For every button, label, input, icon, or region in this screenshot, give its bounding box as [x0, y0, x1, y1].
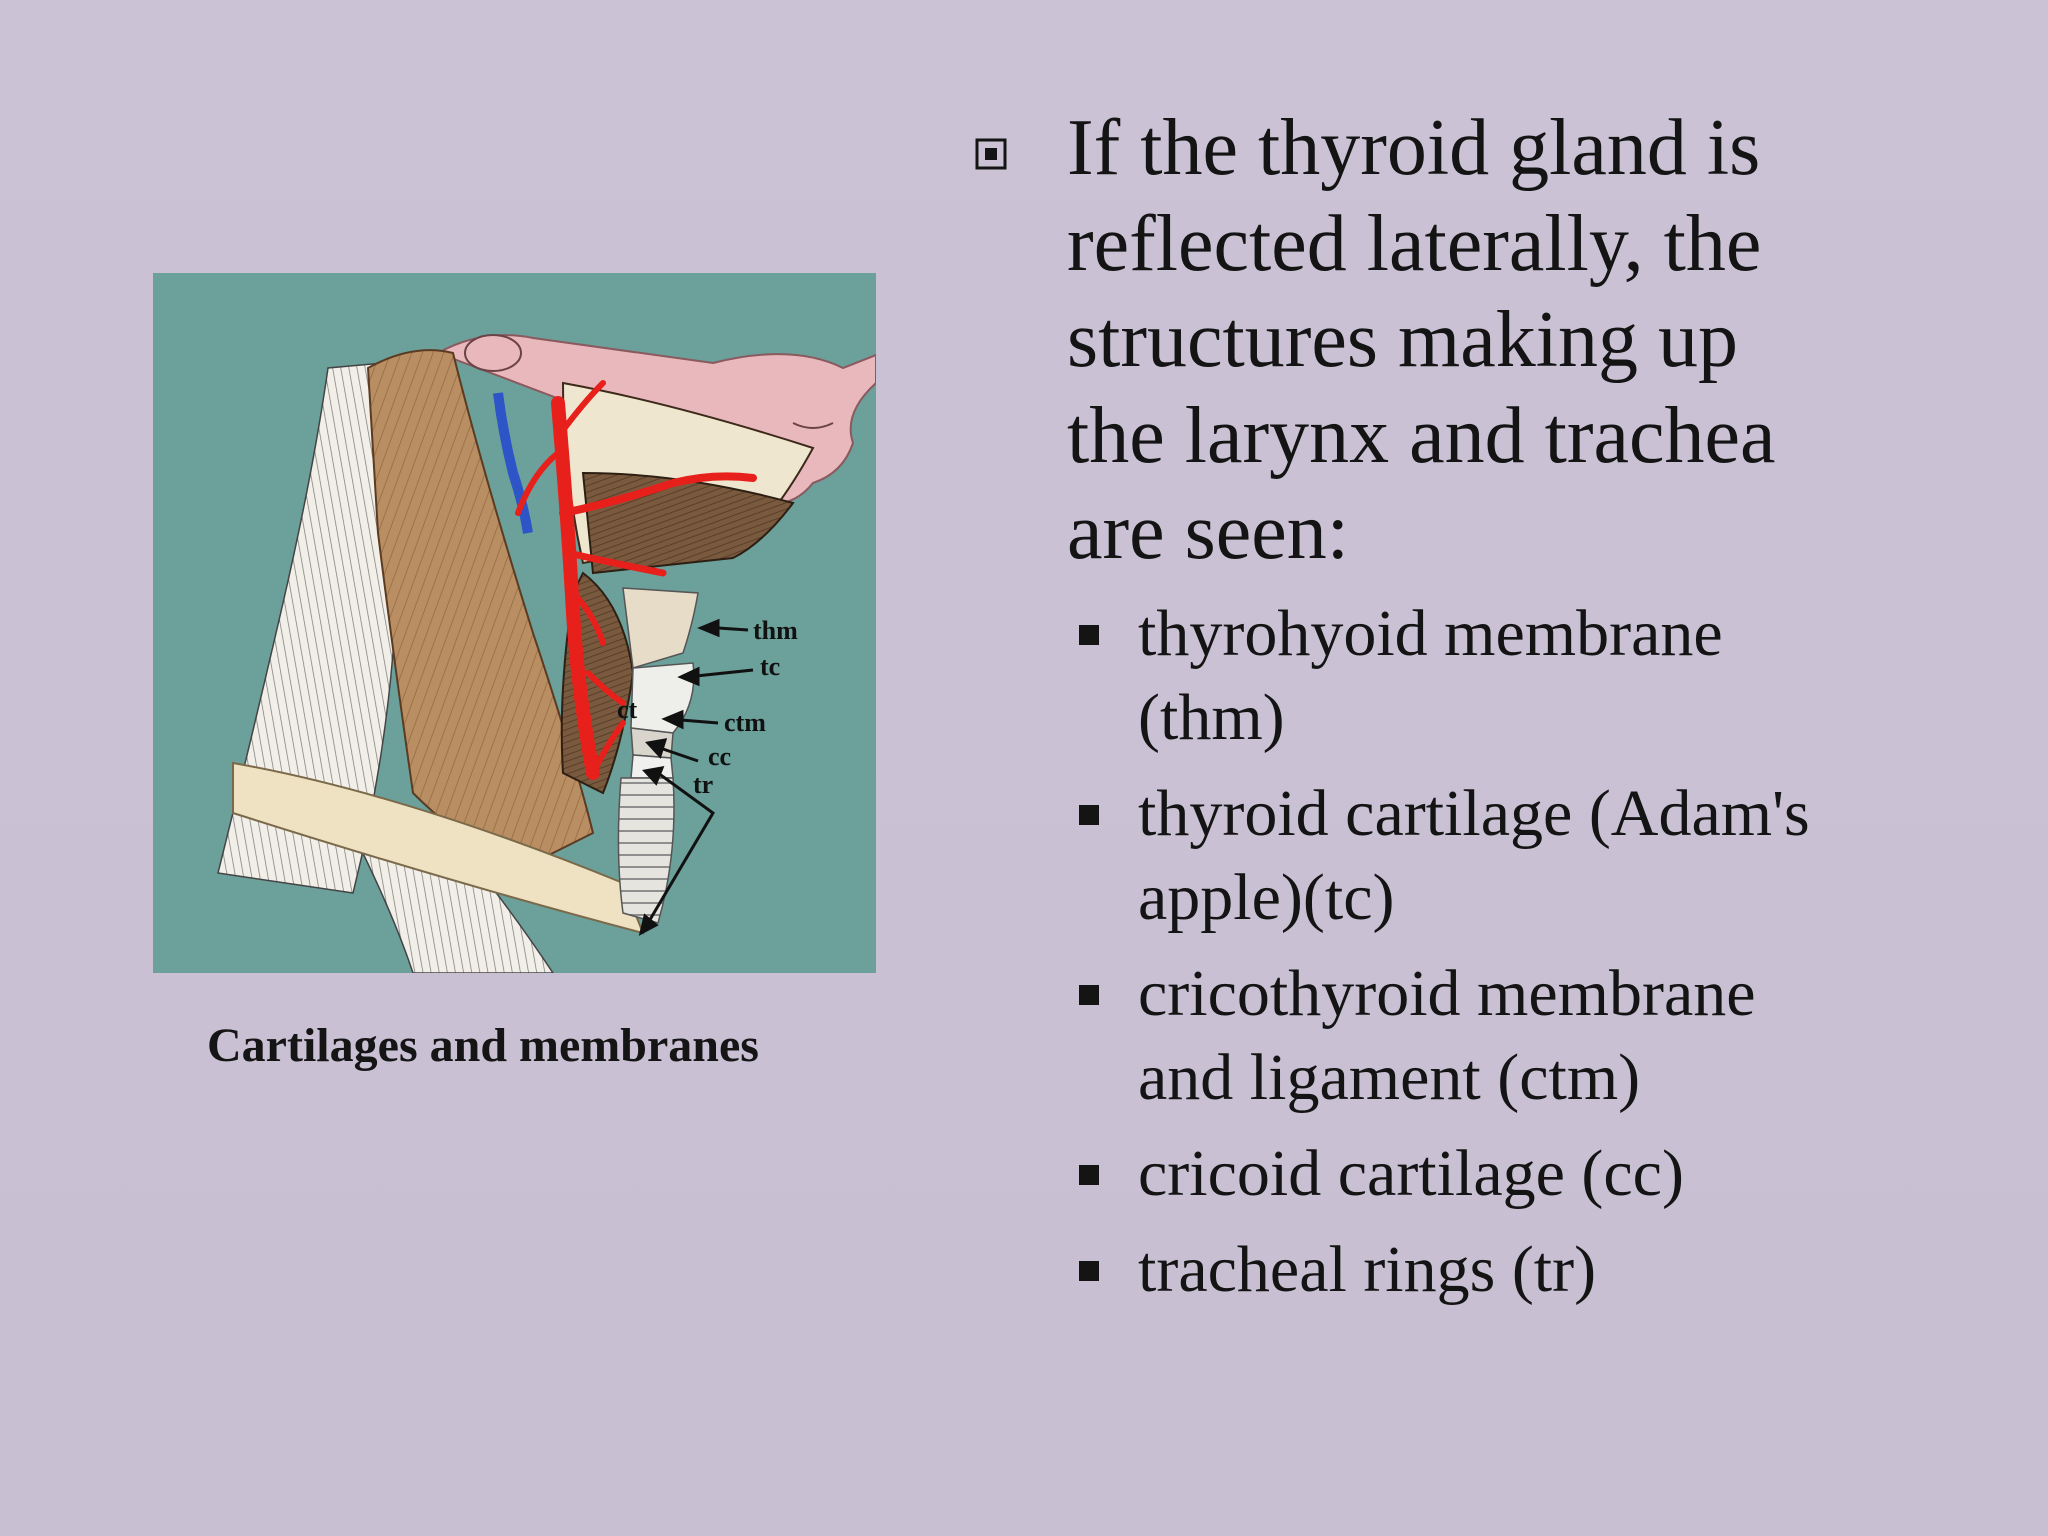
square-bullet-icon	[1079, 805, 1099, 825]
list-item: tracheal rings (tr)	[1076, 1228, 2036, 1312]
square-bullet-icon	[1079, 1165, 1099, 1185]
list-item-line: and ligament (ctm)	[1138, 1041, 1641, 1114]
thyrohyoid-membrane-shape	[622, 587, 699, 669]
list-item-line: thyrohyoid membrane	[1138, 597, 1723, 670]
list-item: thyrohyoid membrane (thm)	[1076, 592, 2036, 760]
main-line: structures making up	[1067, 296, 1738, 384]
label-ctm: ctm	[724, 708, 766, 737]
list-item-line: cricothyroid membrane	[1138, 957, 1756, 1030]
tracheal-rings-shape	[617, 777, 675, 924]
main-line: are seen:	[1067, 488, 1350, 576]
jugular-vein	[493, 392, 533, 534]
square-bullet-icon	[1079, 625, 1099, 645]
main-line: the larynx and trachea	[1067, 392, 1776, 480]
main-line: reflected laterally, the	[1067, 200, 1762, 288]
neck-illustration: thm tc ctm cc tr ct	[153, 273, 876, 973]
label-tr: tr	[693, 770, 713, 799]
list-item: cricoid cartilage (cc)	[1076, 1132, 2036, 1216]
label-cc: cc	[708, 742, 731, 771]
sub-bullet-list: thyrohyoid membrane (thm) thyroid cartil…	[1076, 592, 2036, 1324]
ear	[464, 334, 522, 372]
list-item-line: thyroid cartilage (Adam's	[1138, 777, 1810, 850]
square-bullet-icon	[1079, 1261, 1099, 1281]
label-ct: ct	[617, 695, 638, 724]
label-thm: thm	[753, 616, 798, 645]
square-bullet-icon	[1079, 985, 1099, 1005]
figure-caption: Cartilages and membranes	[207, 1019, 759, 1072]
label-tc: tc	[760, 652, 780, 681]
list-item: cricothyroid membrane and ligament (ctm)	[1076, 952, 2036, 1120]
main-line: If the thyroid gland is	[1067, 104, 1761, 192]
list-item-line: cricoid cartilage (cc)	[1138, 1137, 1684, 1210]
list-item-line: tracheal rings (tr)	[1138, 1233, 1597, 1306]
leader-lines	[638, 618, 754, 936]
boxed-square-bullet-icon	[975, 138, 1007, 170]
arteries	[515, 380, 757, 780]
anatomy-figure: thm tc ctm cc tr ct	[153, 273, 876, 973]
list-item: thyroid cartilage (Adam's apple)(tc)	[1076, 772, 2036, 940]
list-item-line: (thm)	[1138, 681, 1285, 754]
main-bullet-text: If the thyroid gland is reflected latera…	[1067, 100, 1967, 580]
list-item-line: apple)(tc)	[1138, 861, 1395, 934]
